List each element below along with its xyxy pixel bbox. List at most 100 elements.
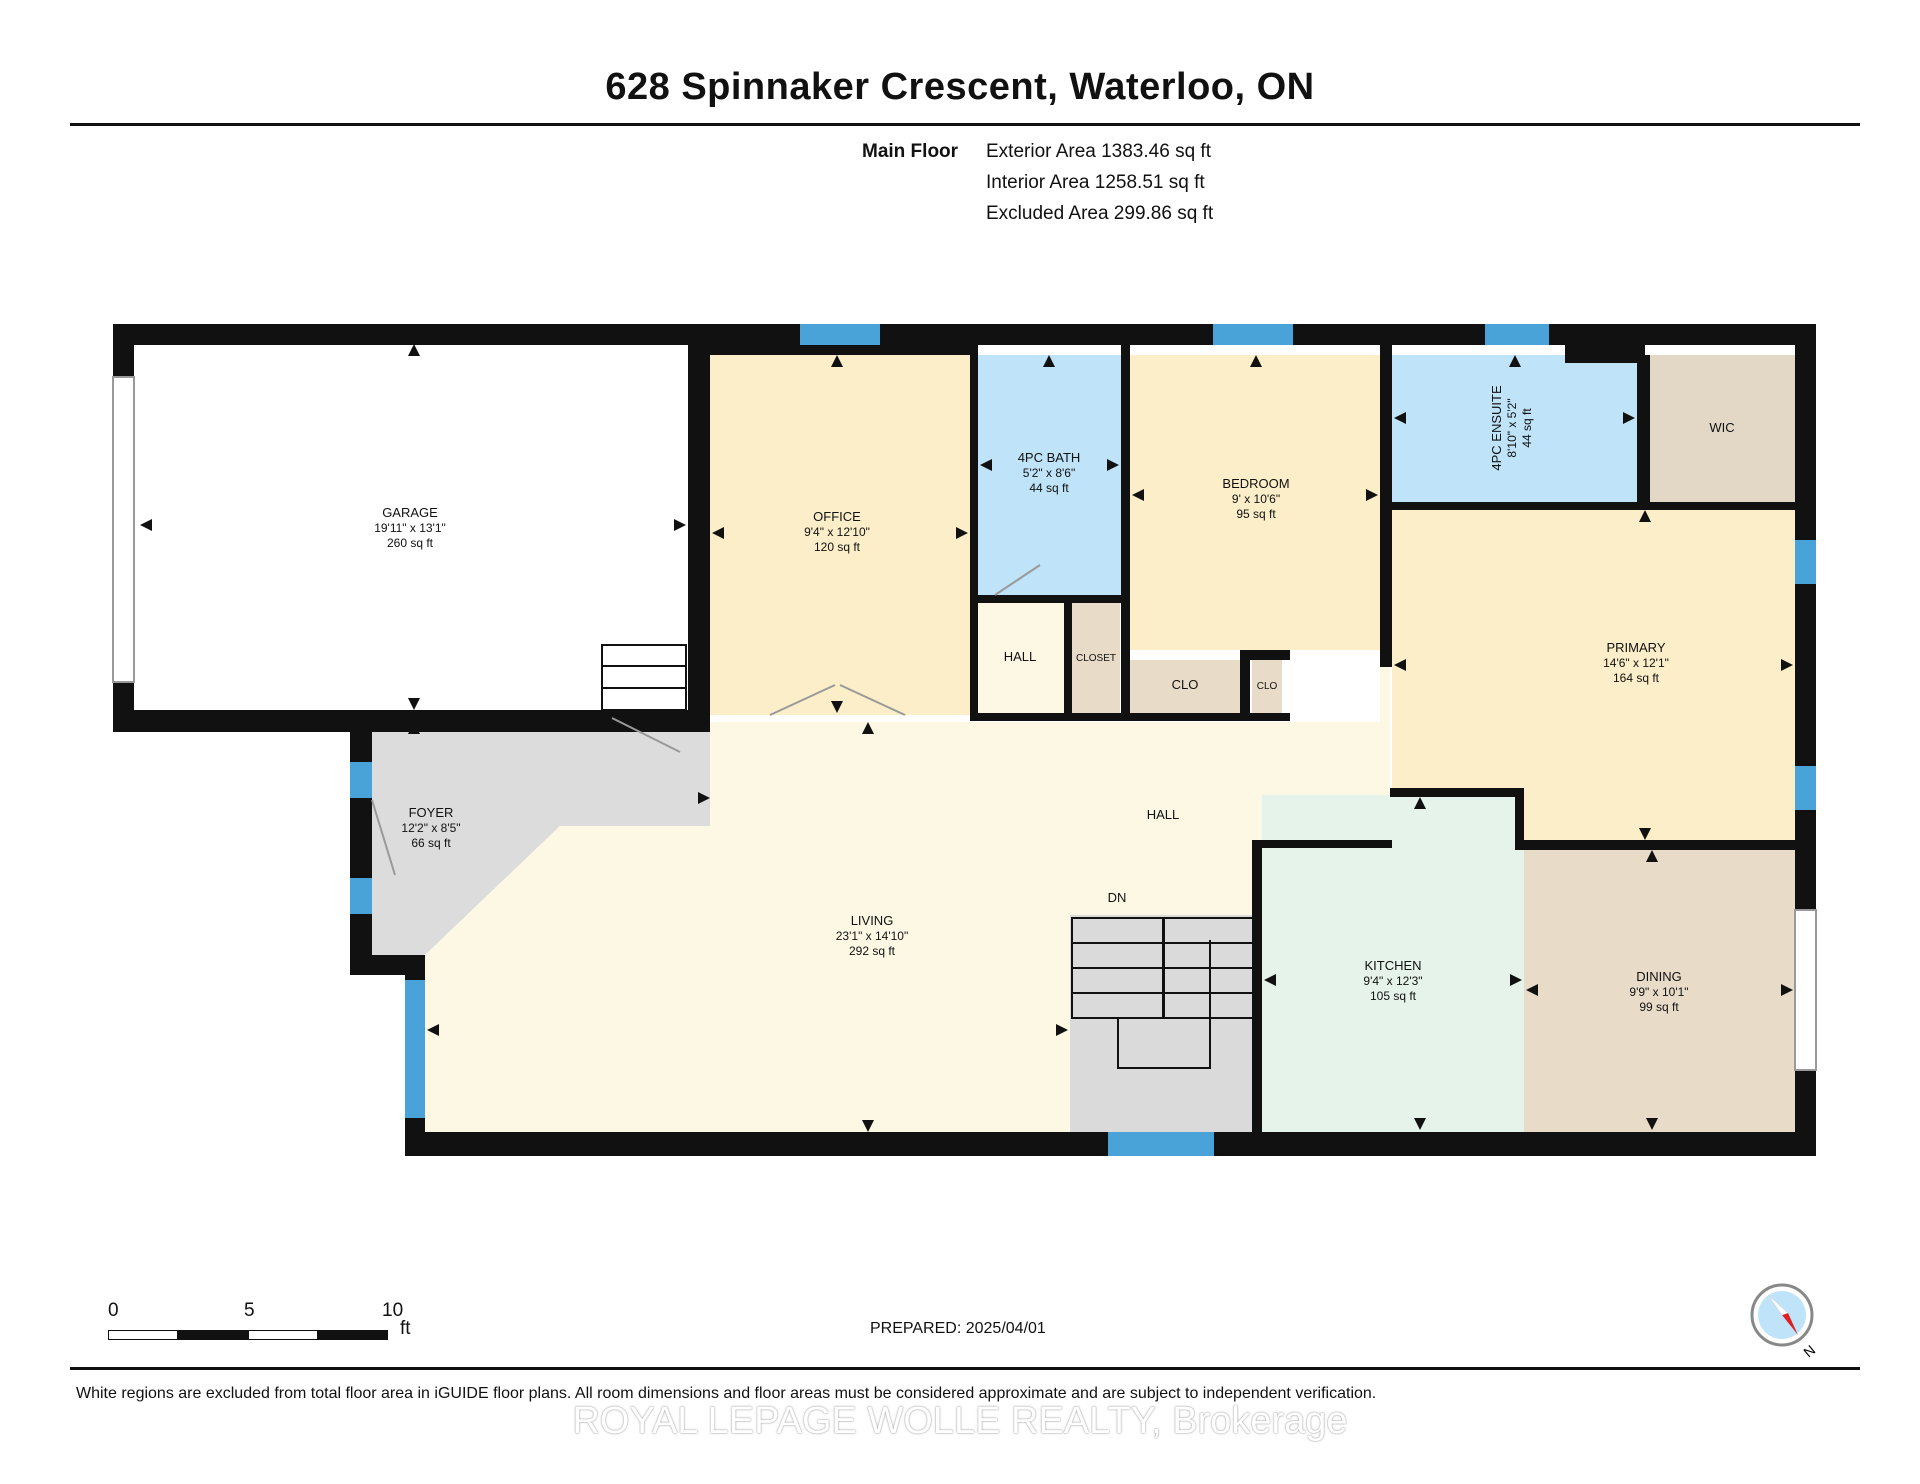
- living-area: 292 sq ft: [849, 944, 896, 958]
- primary-area: 164 sq ft: [1613, 671, 1660, 685]
- closet-name: CLOSET: [1076, 653, 1116, 664]
- excluded-area: Excluded Area 299.86 sq ft: [986, 203, 1214, 224]
- compass-north-label: N: [1800, 1342, 1818, 1361]
- bedroom-area: 95 sq ft: [1236, 507, 1276, 521]
- dining-dims: 9'9" x 10'1": [1629, 985, 1688, 999]
- office-fill: [710, 355, 970, 715]
- office-dims: 9'4" x 12'10": [804, 525, 870, 539]
- hall-small-name: HALL: [1004, 649, 1037, 664]
- wall-kitchen-join: [1252, 840, 1392, 848]
- windows: [350, 324, 1816, 1156]
- garage-fill: [133, 345, 688, 710]
- clo1-name: CLO: [1172, 677, 1199, 692]
- area-values: Exterior Area 1383.46 sq ft Interior Are…: [986, 136, 1213, 229]
- clo2-fill: [1252, 660, 1282, 715]
- bath-name: 4PC BATH: [1018, 450, 1081, 465]
- interior-area: Interior Area 1258.51 sq ft: [986, 172, 1205, 193]
- window-foyer-1: [350, 762, 372, 798]
- wall-bath-bottom: [978, 595, 1121, 603]
- wall-garage-right: [688, 345, 710, 732]
- dining-opening: [1794, 909, 1817, 1071]
- brokerage-watermark: ROYAL LEPAGE WOLLE REALTY, Brokerage: [572, 1400, 1348, 1442]
- living-lower-fill: [425, 915, 1070, 1132]
- scale-bar: 0 5 10 ft: [108, 1300, 411, 1340]
- wic-fill: [1650, 355, 1795, 505]
- hall-small-fill: [978, 600, 1064, 715]
- floor-label: Main Floor: [862, 141, 959, 162]
- office-door-swing-2: [839, 684, 906, 716]
- garage-door-swing: [611, 717, 681, 753]
- prepared-date: PREPARED: 2025/04/01: [870, 1320, 1046, 1337]
- scale-tick-5: 5: [244, 1300, 255, 1321]
- dining-fill: [1524, 850, 1795, 1132]
- kitchen-area: 105 sq ft: [1370, 989, 1417, 1003]
- wall-foyer-top: [350, 722, 372, 726]
- page-title: 628 Spinnaker Crescent, Waterloo, ON: [605, 66, 1315, 108]
- ensuite-fill: [1392, 355, 1637, 505]
- ensuite-name: 4PC ENSUITE: [1489, 385, 1504, 471]
- scale-seg-2: [178, 1330, 248, 1340]
- bath-dims: 5'2" x 8'6": [1023, 466, 1075, 480]
- kitchen-fill: [1262, 795, 1524, 1132]
- ensuite-dims: 8'10" x 5'2": [1505, 398, 1519, 457]
- bath-door-swing: [994, 564, 1041, 596]
- wall-primary-bottom: [1524, 840, 1795, 850]
- wall-kitchen-top: [1390, 788, 1524, 797]
- foyer-fill: [372, 722, 710, 955]
- wall-bath-right: [1121, 345, 1130, 715]
- bedroom-name: BEDROOM: [1222, 476, 1289, 491]
- garage-steps: [601, 644, 687, 711]
- scale-tick-0: 0: [108, 1300, 119, 1321]
- scale-tick-10: 10: [382, 1300, 404, 1321]
- garage-door-opening: [112, 376, 135, 683]
- wall-bed-right: [1380, 345, 1392, 667]
- wall-kitchen-left: [1252, 840, 1262, 1132]
- openings: [112, 376, 1817, 1071]
- dimension-arrows: [140, 344, 1793, 1132]
- stairs-fill: [1070, 915, 1262, 1132]
- office-name: OFFICE: [813, 509, 861, 524]
- bedroom-fill: [1130, 355, 1380, 650]
- kitchen-name: KITCHEN: [1364, 958, 1421, 973]
- clo2-name: CLO: [1257, 681, 1278, 692]
- stairs-label: DN: [1108, 890, 1127, 905]
- window-office: [800, 324, 880, 345]
- scale-seg-3: [248, 1330, 318, 1340]
- clo1-fill: [1130, 660, 1240, 715]
- office-door-swing: [769, 684, 836, 716]
- wic-name: WIC: [1709, 420, 1734, 435]
- dining-area: 99 sq ft: [1639, 1000, 1679, 1014]
- window-ensuite: [1485, 324, 1549, 345]
- foyer-area: 66 sq ft: [411, 836, 451, 850]
- bath-area: 44 sq ft: [1029, 481, 1069, 495]
- ensuite-area: 44 sq ft: [1520, 408, 1534, 448]
- living-dims: 23'1" x 14'10": [836, 929, 909, 943]
- bedroom-dims: 9' x 10'6": [1232, 492, 1280, 506]
- primary-name: PRIMARY: [1607, 640, 1666, 655]
- wall-garage-bottom: [113, 710, 708, 732]
- hall-name: HALL: [1147, 807, 1180, 822]
- foyer-door-swing: [371, 799, 396, 876]
- living-name: LIVING: [851, 913, 894, 928]
- garage-dims: 19'11" x 13'1": [374, 521, 446, 535]
- foyer-name: FOYER: [409, 805, 454, 820]
- wall-hall-divider: [1064, 600, 1072, 715]
- garage-area: 260 sq ft: [387, 536, 434, 550]
- wall-top: [113, 324, 1815, 345]
- closet-fill: [1072, 600, 1120, 715]
- wall-ensuite-bottom: [1392, 502, 1795, 510]
- office-area: 120 sq ft: [814, 540, 861, 554]
- wall-clo-divider: [1240, 650, 1250, 715]
- wall-bed-bottom: [1240, 650, 1290, 660]
- window-primary-2: [1795, 766, 1816, 810]
- wall-office-top: [710, 345, 970, 355]
- dining-name: DINING: [1636, 969, 1682, 984]
- scale-seg-1: [108, 1330, 178, 1340]
- window-foyer-2: [350, 878, 372, 914]
- wall-foyer-base: [350, 955, 425, 975]
- room-labels: GARAGE 19'11" x 13'1" 260 sq ft OFFICE 9…: [374, 385, 1734, 1014]
- scale-unit: ft: [400, 1318, 411, 1339]
- window-bedroom: [1213, 324, 1293, 345]
- wall-mid-bottom: [970, 713, 1290, 721]
